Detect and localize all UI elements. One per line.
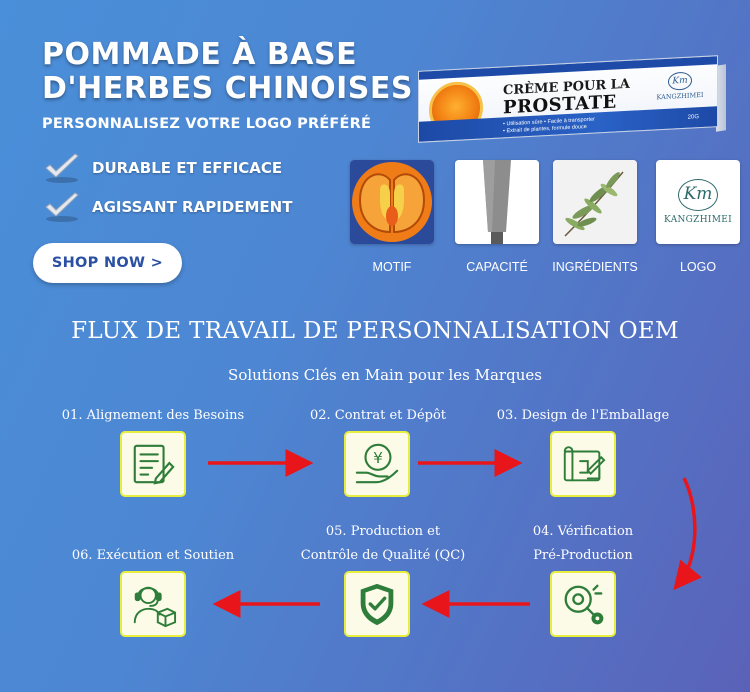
thumb-motif[interactable] <box>350 160 434 244</box>
prostate-motif-icon <box>350 160 434 244</box>
feature-item: DURABLE ET EFFICACE <box>42 152 282 184</box>
workflow-title: FLUX DE TRAVAIL DE PERSONNALISATION OEM <box>71 318 679 344</box>
headline-line-2: D'HERBES CHINOISES <box>42 71 413 106</box>
thumb-label-ingredients: INGRÉDIENTS <box>552 260 638 274</box>
step-1-label: 01. Alignement des Besoins <box>61 408 245 423</box>
thumb-ingredients[interactable] <box>553 160 637 244</box>
thumb-label-motif: MOTIF <box>372 260 412 274</box>
logo-mark: Km <box>678 179 718 211</box>
step-2-icon-box: ¥ <box>344 431 410 497</box>
step-6-label: 06. Exécution et Soutien <box>71 548 235 563</box>
step-4-label: 04. Vérification Pré-Production <box>532 524 634 563</box>
headline-line-1: POMMADE À BASE <box>42 37 358 72</box>
logo-text: KANGZHIMEI <box>664 215 732 225</box>
workflow-subtitle: Solutions Clés en Main pour les Marques <box>228 366 542 384</box>
checkmark-icon <box>45 153 79 183</box>
step-4-icon-box <box>550 571 616 637</box>
magnifier-gear-icon <box>564 584 604 625</box>
tube-icon <box>455 160 539 244</box>
document-pen-icon <box>133 444 175 485</box>
step-3-icon-box <box>550 431 616 497</box>
blueprint-pencil-icon <box>563 446 606 482</box>
feature-text: DURABLE ET EFFICACE <box>92 159 283 177</box>
feature-text: AGISSANT RAPIDEMENT <box>92 198 293 216</box>
svg-text:¥: ¥ <box>373 449 383 467</box>
leaf-icon <box>553 160 637 244</box>
subheadline: PERSONNALISEZ VOTRE LOGO PRÉFÉRÉ <box>42 116 372 132</box>
step-1-icon-box <box>120 431 186 497</box>
arrow-3-to-4 <box>673 477 702 591</box>
step-3-label: 03. Design de l'Emballage <box>496 408 670 423</box>
headline: POMMADE À BASE D'HERBES CHINOISES <box>42 38 422 106</box>
step-6-icon-box <box>120 571 186 637</box>
thumb-capacity[interactable] <box>455 160 539 244</box>
step-5-label: 05. Production et Contrôle de Qualité (Q… <box>300 524 466 563</box>
feature-item: AGISSANT RAPIDEMENT <box>42 191 292 223</box>
brand-logo-icon: Km KANGZHIMEI <box>656 160 740 244</box>
checkmark-icon <box>45 192 79 222</box>
shop-now-button[interactable]: SHOP NOW > <box>33 243 182 283</box>
step-5-icon-box <box>344 571 410 637</box>
thumb-label-logo: LOGO <box>679 260 717 274</box>
thumb-label-capacity: CAPACITÉ <box>466 260 528 274</box>
shield-check-icon <box>360 583 394 626</box>
thumb-logo[interactable]: Km KANGZHIMEI <box>656 160 740 244</box>
support-agent-box-icon <box>133 586 177 628</box>
step-2-label: 02. Contrat et Dépôt <box>309 408 447 423</box>
yuan-coin-hand-icon: ¥ <box>355 443 399 484</box>
